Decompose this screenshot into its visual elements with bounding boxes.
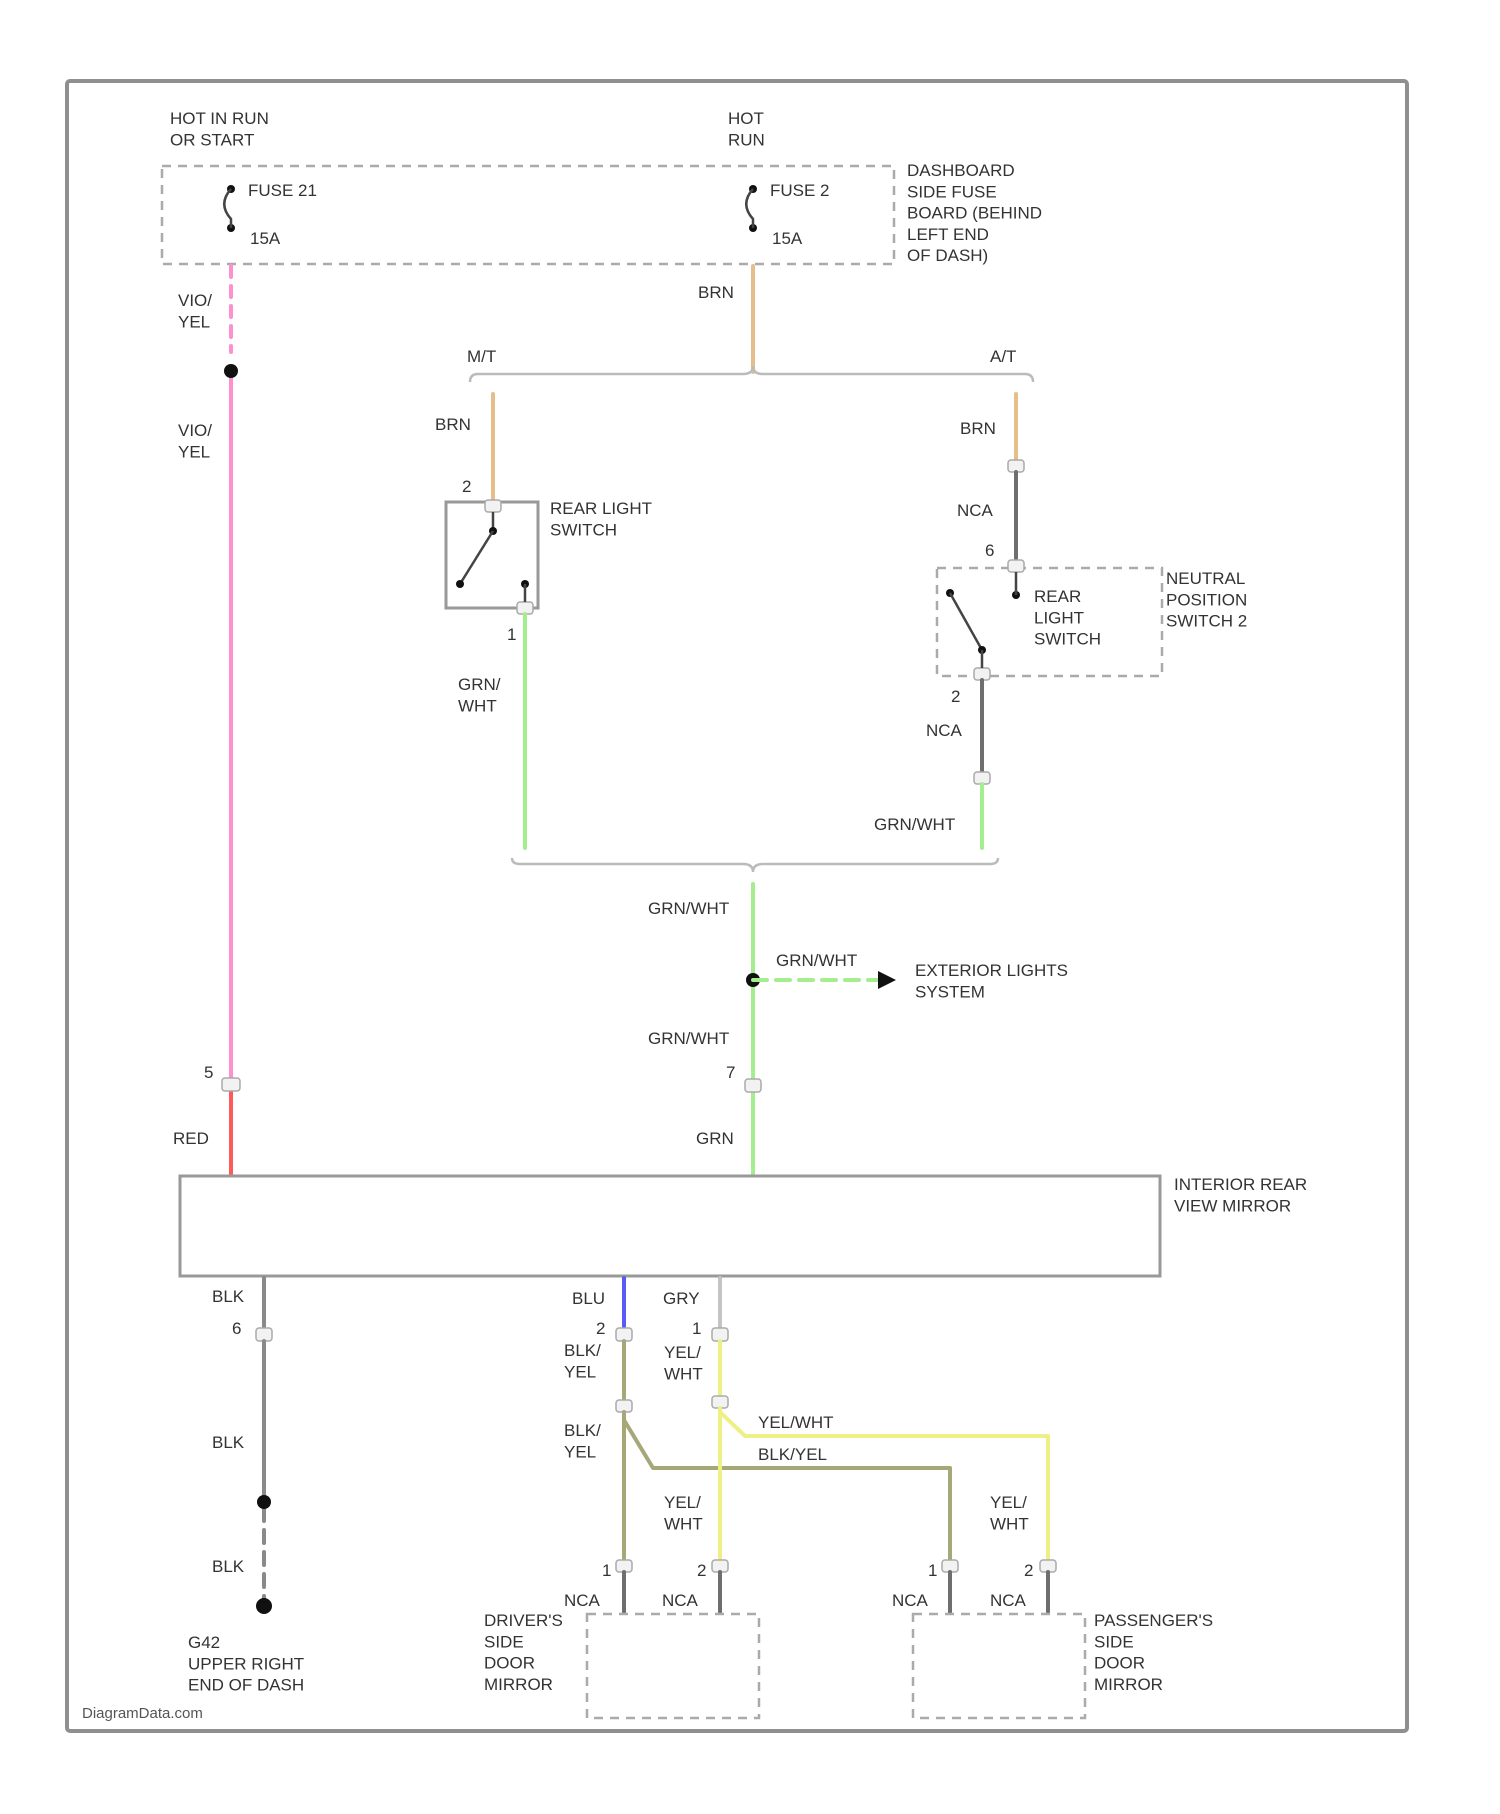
drivers-mirror-pin-2-label: 2	[697, 1561, 706, 1580]
mt-switch-pin-2-label: 2	[462, 477, 471, 496]
wire-label-brn-mt: BRN	[435, 415, 471, 434]
split-label-at: A/T	[990, 347, 1016, 366]
wire-label-vio-yel-lower: VIO/YEL	[178, 421, 212, 461]
wire-label-grn-wht-exterior: GRN/WHT	[776, 951, 857, 970]
at-switch-pin-6-label: 6	[985, 541, 994, 560]
fuse-21-label: FUSE 21	[248, 181, 317, 200]
wire-label-blk-top: BLK	[212, 1287, 245, 1306]
drivers-side-door-mirror	[587, 1614, 759, 1718]
interior-rear-view-mirror	[180, 1176, 1160, 1276]
split-bracket	[470, 366, 1033, 382]
wire-label-vio-yel-upper: VIO/YEL	[178, 291, 212, 331]
ground-point	[256, 1598, 272, 1614]
passengers-mirror-pin-1-label: 1	[928, 1561, 937, 1580]
wire-label-brn-main: BRN	[698, 283, 734, 302]
wire-label-nca-passengers-1: NCA	[892, 1591, 929, 1610]
wire-label-yel-wht-run: YEL/WHT	[758, 1413, 834, 1432]
wire-label-grn: GRN	[696, 1129, 734, 1148]
wire-label-red: RED	[173, 1129, 209, 1148]
wire-label-blk-low: BLK	[212, 1557, 245, 1576]
at-switch-pin-2-label: 2	[951, 687, 960, 706]
wire-label-blk-yel-upper: BLK/YEL	[564, 1341, 601, 1381]
fuse-21-symbol	[224, 185, 235, 232]
connector-at-switch-pin-6	[1008, 560, 1024, 572]
wire-label-grn-wht-lower: GRN/WHT	[648, 1029, 729, 1048]
wire-label-brn-at: BRN	[960, 419, 996, 438]
pin-label-mirror-1: 1	[692, 1319, 701, 1338]
wire-label-grn-wht-mt: GRN/WHT	[458, 675, 501, 715]
wire-label-yel-wht-upper: YEL/WHT	[664, 1343, 703, 1383]
wire-label-grn-wht-upper: GRN/WHT	[648, 899, 729, 918]
wire-blk-yel-passengers	[624, 1420, 950, 1560]
diagram-frame	[67, 81, 1407, 1731]
wire-label-nca-at-lower: NCA	[926, 721, 963, 740]
drivers-mirror-pin-1-label: 1	[602, 1561, 611, 1580]
fuse-2-label: FUSE 2	[770, 181, 830, 200]
wire-label-blu: BLU	[572, 1289, 605, 1308]
mt-switch-pin-1-label: 1	[507, 625, 516, 644]
wire-label-yel-wht-passengers: YEL/WHT	[990, 1493, 1029, 1533]
pin-label-mirror-6: 6	[232, 1319, 241, 1338]
credit-text: DiagramData.com	[82, 1705, 203, 1722]
splice-blk	[257, 1495, 271, 1509]
fuse-2-rating: 15A	[772, 229, 803, 248]
wire-label-grn-wht-at: GRN/WHT	[874, 815, 955, 834]
arrow-exterior-lights	[878, 971, 896, 989]
pin-label-mirror-5: 5	[204, 1063, 213, 1082]
wire-label-nca-at-upper: NCA	[957, 501, 994, 520]
fuse-2-symbol	[746, 185, 757, 232]
wire-label-nca-drivers-2: NCA	[662, 1591, 699, 1610]
connector-mirror-pin-7	[745, 1079, 761, 1092]
pin-label-mirror-2: 2	[596, 1319, 605, 1338]
wire-label-gry: GRY	[663, 1289, 700, 1308]
passengers-mirror-pin-2-label: 2	[1024, 1561, 1033, 1580]
wire-label-blk-mid: BLK	[212, 1433, 245, 1452]
wire-yel-wht-passengers	[720, 1412, 1048, 1560]
split-label-mt: M/T	[467, 347, 496, 366]
wire-label-nca-drivers-1: NCA	[564, 1591, 601, 1610]
connector-mt-switch-pin-2	[485, 500, 501, 512]
wire-label-nca-passengers-2: NCA	[990, 1591, 1027, 1610]
wire-label-blk-yel-run: BLK/YEL	[758, 1445, 827, 1464]
pin-label-mirror-7: 7	[726, 1063, 735, 1082]
wire-label-blk-yel-lower: BLK/YEL	[564, 1421, 601, 1461]
fuse-21-rating: 15A	[250, 229, 281, 248]
join-bracket	[512, 858, 998, 872]
passengers-side-door-mirror	[913, 1614, 1085, 1718]
splice-vio-yel	[224, 364, 238, 378]
at-switch-contacts	[946, 572, 1020, 668]
connector-mirror-pin-5	[222, 1078, 240, 1091]
wire-label-yel-wht-drivers: YEL/WHT	[664, 1493, 703, 1533]
